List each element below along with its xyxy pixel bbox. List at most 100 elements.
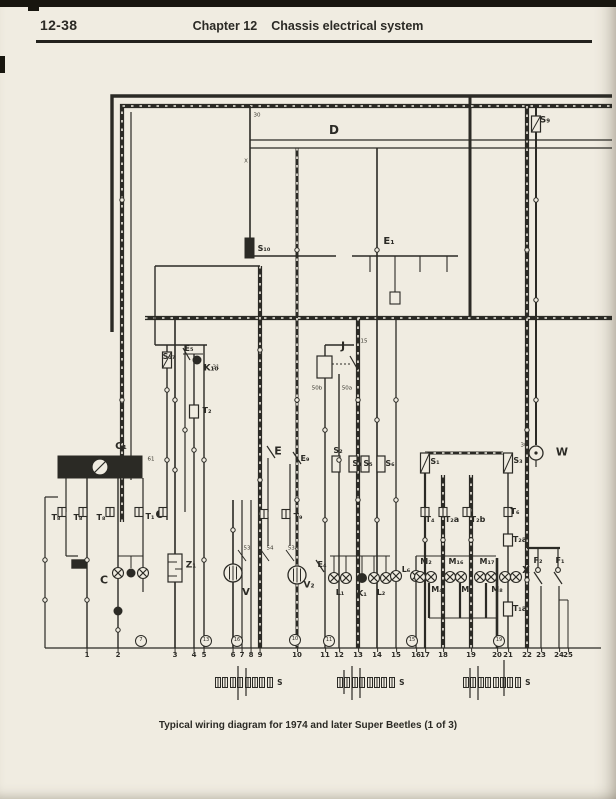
scan-edge-top bbox=[0, 0, 616, 7]
terminal-number: 1 bbox=[84, 648, 90, 659]
connector-strip-label: S bbox=[399, 678, 405, 687]
terminal-number: 12 bbox=[334, 648, 344, 659]
component-label: D bbox=[329, 123, 339, 137]
terminal-micro-label: 50b bbox=[311, 385, 323, 392]
resistor-z1 bbox=[167, 553, 183, 583]
terminal-number: 7 bbox=[239, 648, 245, 659]
component-label: S₉ bbox=[539, 115, 551, 126]
header-rule bbox=[36, 40, 592, 43]
component-label: F₂ bbox=[533, 556, 543, 565]
component-label: M₁₇ bbox=[479, 557, 495, 566]
component-label: J bbox=[340, 339, 346, 353]
component-label: T₆ bbox=[510, 507, 520, 516]
fuse-t1a bbox=[502, 601, 514, 617]
component-label: S₆ bbox=[385, 459, 395, 468]
terminal-number: 20 bbox=[492, 648, 502, 659]
fuse-s5 bbox=[360, 455, 370, 473]
connector-strip: S bbox=[215, 677, 283, 688]
terminal-number: 25 bbox=[563, 648, 573, 659]
junction-beads bbox=[42, 197, 539, 633]
terminal-number: 6 bbox=[230, 648, 236, 659]
connector-strip-label: S bbox=[277, 678, 283, 687]
component-label: M₂ bbox=[420, 557, 432, 566]
terminal-number: 14 bbox=[372, 648, 382, 659]
component-label: S₁ bbox=[430, 457, 440, 466]
circled-number: 19 bbox=[493, 635, 505, 647]
component-label: E₅ bbox=[184, 344, 194, 353]
fuse-s4 bbox=[348, 455, 358, 473]
component-label: W bbox=[555, 445, 569, 459]
terminal-number: 22 bbox=[522, 648, 532, 659]
terminal-micro-label: 30 bbox=[520, 442, 528, 449]
terminal-micro-label: 53a bbox=[287, 545, 299, 552]
component-label: T₁ bbox=[145, 512, 155, 521]
component-label: S₄ bbox=[352, 459, 362, 468]
component-label: E₁ bbox=[383, 236, 395, 247]
component-symbols bbox=[57, 115, 561, 617]
terminal-number: 11 bbox=[320, 648, 330, 659]
component-label: V₂ bbox=[303, 580, 315, 591]
circled-number: 11 bbox=[323, 635, 335, 647]
component-label: K₁ bbox=[357, 589, 367, 598]
terminal-number: 15 bbox=[391, 648, 401, 659]
component-label: M₁₆ bbox=[448, 557, 464, 566]
component-label: E bbox=[274, 444, 282, 458]
component-label: T₉ bbox=[293, 512, 303, 521]
terminal-number: 18 bbox=[438, 648, 448, 659]
circled-number: 7 bbox=[135, 635, 147, 647]
component-label: F₁ bbox=[555, 556, 565, 565]
component-label: T₁a bbox=[512, 604, 528, 613]
sender-dot bbox=[126, 568, 136, 578]
terminal-micro-label: X bbox=[244, 158, 248, 165]
terminal-number: 10 bbox=[292, 648, 302, 659]
component-label: S₅ bbox=[363, 459, 373, 468]
terminal-micro-label: 54 bbox=[266, 545, 274, 552]
component-label: S₂ bbox=[333, 446, 343, 455]
terminal-micro-label: 31 bbox=[212, 364, 220, 371]
component-label: E₉ bbox=[300, 454, 310, 463]
terminal-number: 21 bbox=[503, 648, 513, 659]
connector-strip: S bbox=[337, 677, 405, 688]
component-label: T₂ bbox=[202, 406, 212, 415]
page-number: 12-38 bbox=[40, 17, 78, 33]
component-label: T₄ bbox=[425, 515, 435, 524]
pilot-lamp-k10 bbox=[192, 355, 202, 365]
component-label: S₁₇ bbox=[162, 352, 176, 361]
component-label: T₂a bbox=[444, 515, 460, 524]
component-label: T₈ bbox=[96, 513, 106, 522]
component-label: X bbox=[522, 565, 530, 576]
component-label: K₁₀ bbox=[203, 363, 219, 374]
component-label: Z₁ bbox=[185, 560, 197, 571]
terminal-micro-label: 53 bbox=[243, 545, 251, 552]
component-label: S₃ bbox=[513, 456, 523, 465]
fuse-s2 bbox=[331, 455, 341, 473]
component-label: E₄ bbox=[317, 560, 327, 569]
component-label: T₈ bbox=[73, 513, 83, 522]
component-label: M₆ bbox=[461, 585, 473, 594]
circled-number: 10 bbox=[289, 634, 301, 646]
horn-dot bbox=[113, 606, 123, 616]
component-label: T₂b bbox=[470, 515, 486, 524]
chapter-label: Chapter 12 bbox=[192, 19, 258, 33]
switch-dot-f1 bbox=[555, 567, 561, 573]
terminal-micro-label: 50a bbox=[341, 385, 353, 392]
lamp-k1 bbox=[357, 573, 367, 583]
terminal-number: 17 bbox=[420, 648, 430, 659]
fuse-t2 bbox=[188, 404, 200, 419]
circled-number: 16 bbox=[231, 635, 243, 647]
relay-j bbox=[316, 355, 333, 379]
component-label: M₈ bbox=[491, 585, 503, 594]
component-label: M₄ bbox=[431, 585, 443, 594]
terminal-number: 9 bbox=[257, 648, 263, 659]
component-label: T₈ bbox=[51, 513, 61, 522]
component-label: L₁ bbox=[335, 588, 345, 597]
figure-caption: Typical wiring diagram for 1974 and late… bbox=[158, 720, 458, 731]
scan-mark-topleft bbox=[28, 7, 39, 11]
component-label: C bbox=[99, 573, 109, 587]
component-label: S₁₀ bbox=[257, 244, 271, 253]
fuse-s10 bbox=[244, 237, 255, 259]
